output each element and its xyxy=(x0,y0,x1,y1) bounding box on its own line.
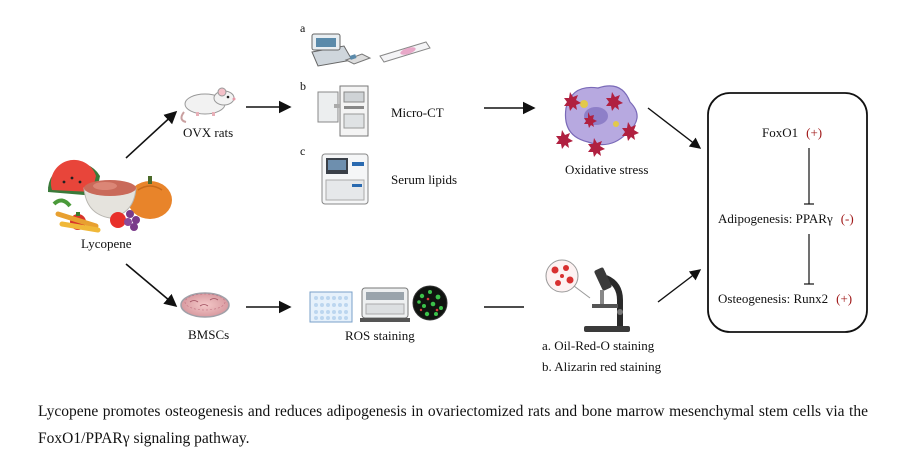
fruit-bowl-icon xyxy=(47,159,172,233)
foxo1-sign: (+) xyxy=(806,125,823,140)
plate-reader-icon xyxy=(360,287,410,322)
arrow-staining-to-pathway xyxy=(657,269,702,303)
well-plate-icon xyxy=(309,291,353,323)
rat-icon xyxy=(180,87,236,123)
panel-tag-a: a xyxy=(300,21,306,35)
pathway-box xyxy=(707,92,868,333)
adipogenesis-sign: (-) xyxy=(840,211,854,226)
serum-lipids-label: Serum lipids xyxy=(391,172,458,187)
figure-caption: Lycopene promotes osteogenesis and reduc… xyxy=(38,403,868,447)
stained-cells-icon xyxy=(545,259,591,299)
adipogenesis-row: Adipogenesis: PPARγ (-) xyxy=(718,212,854,225)
adipogenesis-label: Adipogenesis: PPARγ xyxy=(718,211,833,226)
histology-equipment-icon xyxy=(311,33,431,67)
osteogenesis-label: Osteogenesis: Runx2 xyxy=(718,291,829,306)
osteogenesis-row: Osteogenesis: Runx2 (+) xyxy=(718,292,852,305)
oxidative-cell-icon xyxy=(556,85,639,157)
bmscs-label: BMSCs xyxy=(188,327,230,342)
lycopene-label: Lycopene xyxy=(81,236,132,251)
micro-ct-label: Micro-CT xyxy=(391,105,444,120)
arrow-lycopene-to-bmscs xyxy=(125,263,178,308)
panel-tag-c: c xyxy=(300,144,306,158)
oxidative-stress-label: Oxidative stress xyxy=(565,162,649,177)
arrow-lycopene-to-rats xyxy=(125,110,178,159)
panel-tag-b: b xyxy=(300,79,306,93)
petri-dish-icon xyxy=(180,292,230,318)
micro-ct-scanner-icon xyxy=(317,85,369,137)
biochemical-analyzer-icon xyxy=(321,153,369,205)
ovx-rats-label: OVX rats xyxy=(183,125,234,140)
oil-red-o-label: a. Oil-Red-O staining xyxy=(542,338,655,353)
arrow-oxidative-to-pathway xyxy=(647,107,702,149)
foxo1-label: FoxO1 xyxy=(762,125,799,140)
microscope-icon xyxy=(584,267,630,332)
ros-staining-label: ROS staining xyxy=(345,328,415,343)
foxo1-row: FoxO1 (+) xyxy=(762,126,822,139)
alizarin-red-label: b. Alizarin red staining xyxy=(542,359,662,374)
osteogenesis-sign: (+) xyxy=(836,291,853,306)
fluorescence-image-icon xyxy=(412,285,448,321)
